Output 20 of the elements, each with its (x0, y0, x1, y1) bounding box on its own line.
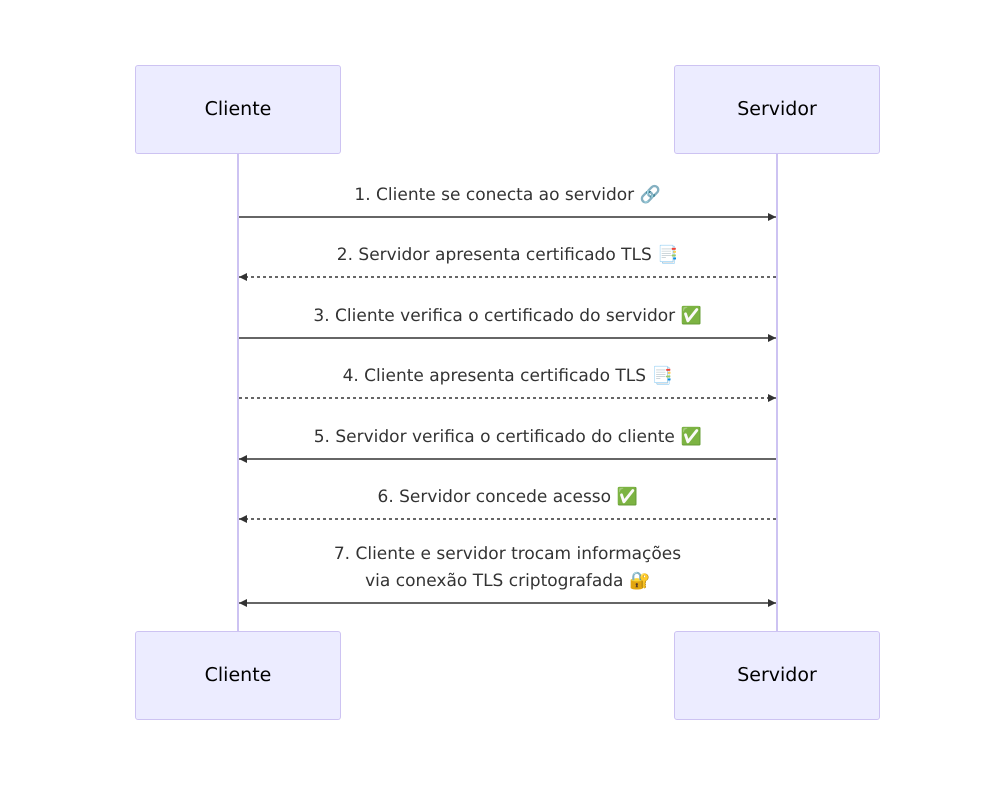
edge-label: 1. Cliente se conecta ao servidor 🔗 (354, 184, 661, 207)
edge-label: 5. Servidor verifica o certificado do cliente ✅ (314, 426, 702, 449)
message-arrow (239, 213, 776, 221)
message-arrow (239, 334, 776, 342)
edge-label: 7. Cliente e servidor trocam informações via conexão TLS criptografada 🔐 (332, 543, 682, 593)
message-arrow (239, 394, 776, 402)
edge-label: 3. Cliente verifica o certificado do servidor ✅ (313, 304, 702, 328)
lifeline (776, 154, 778, 631)
edge-label: 4. Cliente apresenta certificado TLS 📑 (342, 365, 672, 388)
participant-box: Servidor (674, 631, 880, 720)
participant-box: Servidor (674, 65, 880, 154)
message-arrow (239, 515, 776, 523)
participant-box: Cliente (135, 631, 341, 720)
message-arrow (239, 599, 776, 607)
edge-label: 6. Servidor concede acesso ✅ (378, 486, 638, 509)
lifeline (237, 154, 239, 631)
message-arrow (239, 273, 776, 281)
participant-box: Cliente (135, 65, 341, 154)
message-arrow (239, 455, 776, 463)
edge-label: 2. Servidor apresenta certificado TLS 📑 (336, 244, 678, 267)
